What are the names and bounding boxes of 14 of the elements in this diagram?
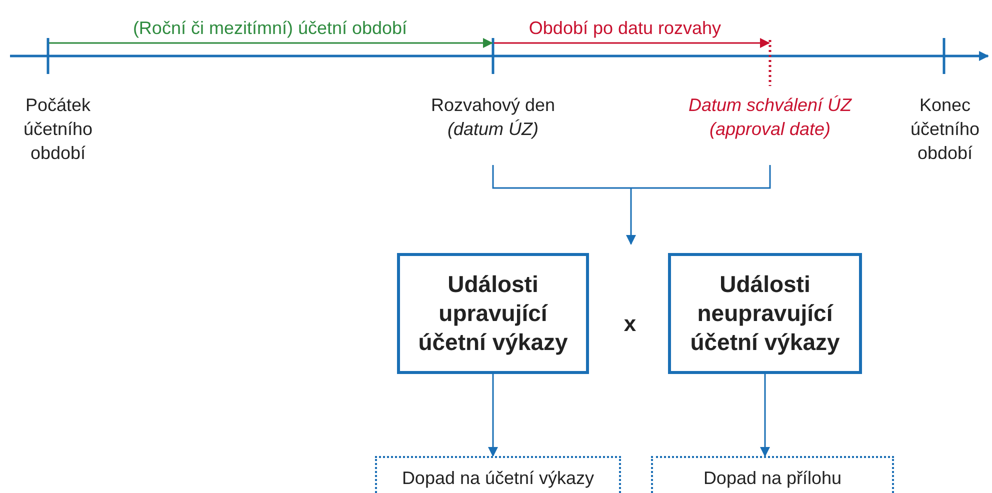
versus-symbol: x [622, 312, 638, 336]
timeline-label: Počátek účetního období [22, 94, 94, 165]
impact-box: Dopad na přílohu [651, 456, 894, 493]
timeline-label: Konec účetního období [909, 94, 981, 165]
timeline-label: (datum ÚZ) [446, 118, 540, 141]
event-box: Události neupravující účetní výkazy [668, 253, 862, 374]
period-label: (Roční či mezitímní) účetní období [132, 17, 408, 40]
impact-box: Dopad na účetní výkazy [375, 456, 621, 493]
timeline-label: Rozvahový den [430, 94, 556, 117]
arrow [488, 374, 498, 457]
event-box: Události upravující účetní výkazy [397, 253, 589, 374]
arrow [760, 374, 770, 457]
timeline-label: Datum schválení ÚZ (approval date) [687, 94, 853, 141]
period-label: Období po datu rozvahy [528, 17, 722, 40]
